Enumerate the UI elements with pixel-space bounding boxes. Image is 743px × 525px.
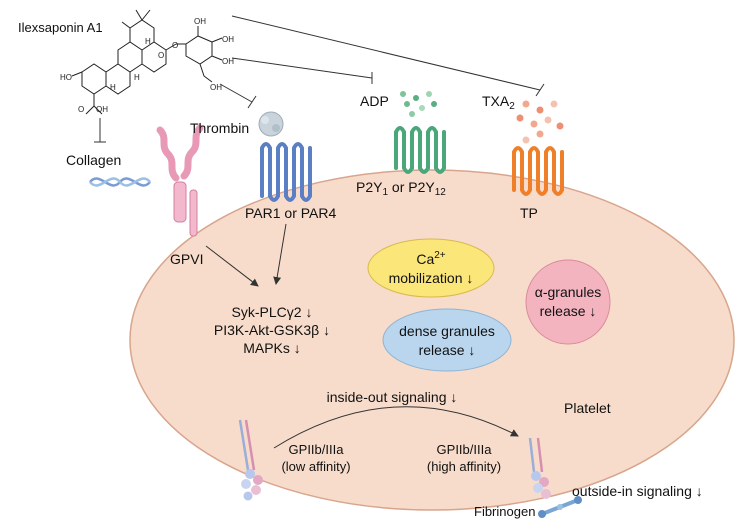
par-receptor: [260, 142, 312, 202]
tp-receptor: [512, 146, 564, 196]
inhibit-bar-txa2: [535, 83, 545, 97]
atom-oh: OH: [194, 17, 206, 26]
compound-name: Ilexsaponin A1: [18, 20, 103, 35]
p2y-receptor: [394, 126, 446, 174]
atom-oh: OH: [222, 35, 234, 44]
integrin-high-affinity: [528, 437, 551, 499]
thrombin-molecule: [258, 111, 284, 137]
ca-mobilization-bubble: [367, 238, 495, 298]
txa2-label: TXA2: [482, 93, 515, 112]
integrin-low-affinity: [238, 419, 263, 501]
signaling-line-1: Syk-PLCγ2 ↓: [232, 304, 313, 320]
dense-granules-text: dense granules: [399, 323, 495, 339]
ca-mobilization-text: mobilization ↓: [389, 270, 474, 286]
atom-o: O: [158, 51, 164, 60]
inhibit-bar-thrombin: [247, 95, 257, 109]
collagen-label: Collagen: [66, 152, 121, 168]
dense-granules-bubble: [382, 308, 512, 372]
dense-release-text: release ↓: [419, 342, 476, 358]
alpha-granules-text: α-granules: [535, 284, 601, 300]
integrin-high-line-2: (high affinity): [427, 459, 501, 474]
tp-label: TP: [520, 205, 538, 221]
atom-oh: OH: [222, 57, 234, 66]
arrow-par-signaling: [273, 223, 287, 285]
collagen-fiber: [89, 177, 151, 187]
alpha-granules-bubble: [525, 259, 611, 345]
platelet-label: Platelet: [564, 400, 611, 416]
compound-structure: O OH OH OH OH HO H H H O OH O: [60, 9, 234, 115]
adp-molecules: [400, 91, 437, 117]
integrin-high-line-1: GPIIb/IIIa: [437, 442, 493, 457]
txa2-molecules: [516, 100, 564, 144]
adp-label: ADP: [360, 93, 389, 109]
integrin-low-line-1: GPIIb/IIIa: [289, 442, 345, 457]
atom-h: H: [134, 73, 140, 82]
signaling-line-3: MAPKs ↓: [243, 340, 301, 356]
atom-h: H: [110, 83, 116, 92]
atom-o: O: [78, 105, 84, 114]
signaling-line-2: PI3K-Akt-GSK3β ↓: [214, 322, 330, 338]
fibrinogen-molecule: [538, 496, 582, 518]
atom-o: O: [172, 41, 178, 50]
inhibit-line-adp: [231, 57, 373, 79]
fibrinogen-label: Fibrinogen: [474, 504, 535, 519]
atom-ho: HO: [60, 73, 72, 82]
gpvi-label: GPVI: [170, 251, 203, 267]
par-label: PAR1 or PAR4: [245, 205, 337, 221]
outside-in-label: outside-in signaling ↓: [572, 483, 703, 499]
atom-oh: OH: [96, 105, 108, 114]
atom-h: H: [145, 37, 151, 46]
integrin-low-line-2: (low affinity): [281, 459, 350, 474]
gpvi-receptor: [156, 124, 204, 237]
arrow-gpvi-signaling: [205, 245, 259, 287]
ca-label: Ca2+: [416, 250, 445, 267]
atom-oh: OH: [210, 83, 222, 92]
inside-out-arrow: [273, 406, 519, 449]
inhibit-line-txa2: [231, 15, 541, 91]
inhibit-line-thrombin: [219, 83, 253, 103]
thrombin-label: Thrombin: [190, 120, 249, 136]
alpha-release-text: release ↓: [540, 303, 597, 319]
inhibition-lines: [94, 15, 545, 143]
inside-out-label: inside-out signaling ↓: [327, 389, 458, 405]
p2y-label: P2Y1 or P2Y12: [356, 179, 446, 198]
